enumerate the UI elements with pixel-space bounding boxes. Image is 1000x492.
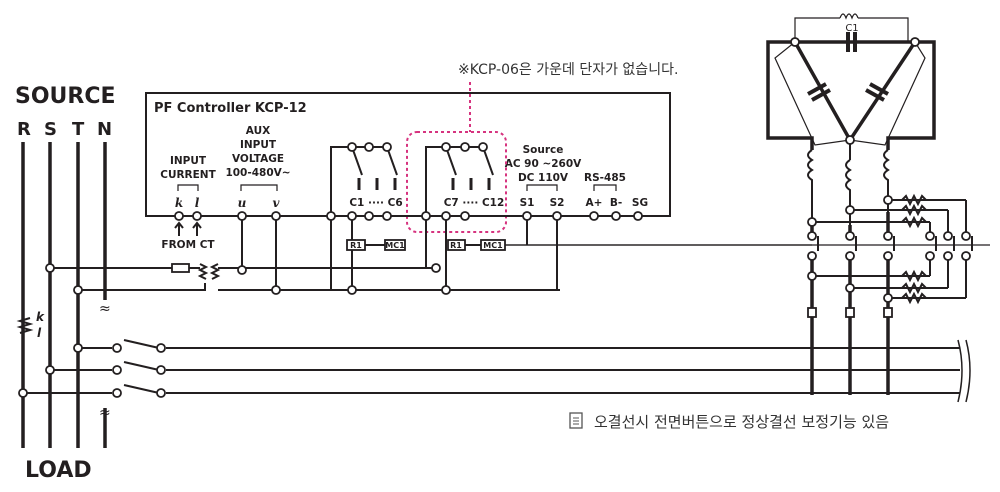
document-icon xyxy=(569,412,583,429)
current-label: CURRENT xyxy=(160,169,216,181)
source-ac: AC 90 ~260V xyxy=(505,158,582,170)
kcp06-highlight xyxy=(406,131,507,233)
controller-terminals xyxy=(146,211,670,221)
source-label: SOURCE xyxy=(15,84,116,109)
phase-r: R xyxy=(17,119,31,140)
c1-c6-label: C1 ···· C6 xyxy=(349,197,402,209)
terminal-v-label: v xyxy=(273,196,281,210)
load-feeders xyxy=(23,339,971,403)
ct-coil-icon xyxy=(16,317,34,334)
aux-voltage-label: VOLTAGE xyxy=(232,153,284,165)
b-minus-label: B- xyxy=(610,197,622,209)
ct-k-label: k xyxy=(36,310,45,324)
source-title: Source xyxy=(523,144,564,156)
rs485-label: RS-485 xyxy=(584,172,626,184)
phase-labels: R S T N xyxy=(17,119,112,140)
relay-contacts xyxy=(330,146,494,216)
terminal-k-label: k xyxy=(175,196,183,210)
correction-note: 오결선시 전면버튼으로 정상결선 보정기능 있음 xyxy=(594,413,889,431)
phase-s: S xyxy=(44,119,57,140)
load-label: LOAD xyxy=(25,458,92,483)
svg-text:≈: ≈ xyxy=(99,301,111,317)
junction-dots xyxy=(45,263,451,295)
kcp06-note: ※KCP-06은 가운데 단자가 없습니다. xyxy=(458,62,678,78)
aux-range-label: 100-480V~ xyxy=(225,167,290,179)
input-label: INPUT xyxy=(170,155,207,167)
terminal-u-label: u xyxy=(238,196,247,210)
a-plus-label: A+ xyxy=(586,197,603,209)
relay-top-terminals xyxy=(347,142,488,152)
controller-title: PF Controller KCP-12 xyxy=(154,101,307,116)
s1-label: S1 xyxy=(520,197,535,209)
relay-r1-label-2: R1 xyxy=(450,241,462,250)
phase-buses xyxy=(21,142,107,448)
capacitor-c1-label: C1 xyxy=(845,23,858,34)
capacitor-bank xyxy=(766,13,973,395)
c7-c12-label: C7 ···· C12 xyxy=(444,197,505,209)
from-ct-label: FROM CT xyxy=(161,239,215,251)
source-dc: DC 110V xyxy=(518,172,569,184)
relay-mc1-label-2: MC1 xyxy=(483,241,503,250)
phase-t: T xyxy=(72,119,85,140)
s2-label: S2 xyxy=(550,197,565,209)
relay-r1-label: R1 xyxy=(350,241,362,250)
svg-text:≈: ≈ xyxy=(99,405,111,421)
aux-input-label: INPUT xyxy=(240,139,277,151)
aux-label: AUX xyxy=(246,125,270,137)
phase-n: N xyxy=(97,119,112,140)
resistor-icon xyxy=(171,263,190,273)
ct-l-label: l xyxy=(37,326,42,340)
terminal-l-label: l xyxy=(195,196,200,210)
relay-mc1-label: MC1 xyxy=(385,241,405,250)
sg-label: SG xyxy=(632,197,648,209)
